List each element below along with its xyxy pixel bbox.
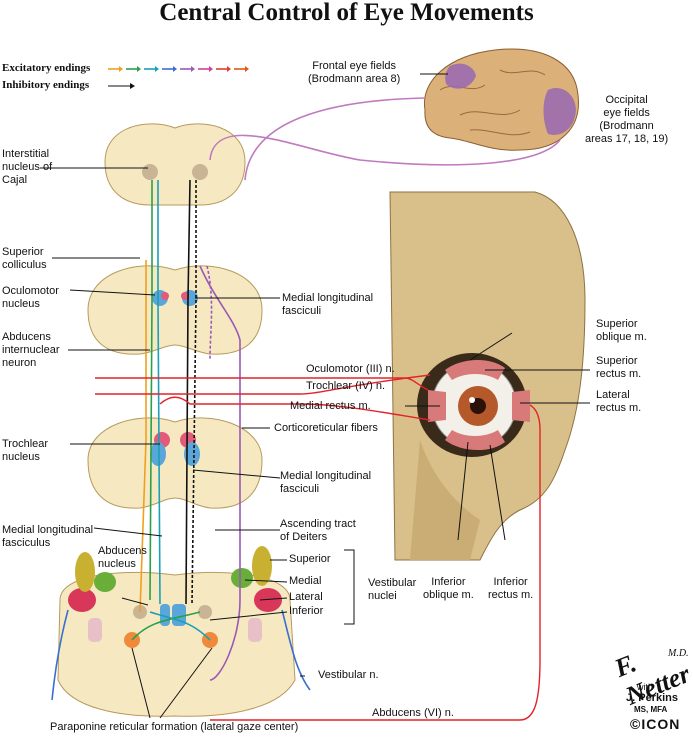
signature-md: M.D. [668, 648, 689, 659]
legend-arrow-head-3 [173, 66, 177, 72]
label-trochlear-nucleus: Trochlear nucleus [2, 438, 49, 463]
occipital-eye-field-area [543, 88, 576, 135]
label-medial-rectus: Medial rectus m. [290, 400, 371, 412]
fiber-tracts [51, 97, 561, 701]
label-vestibular-nerve: Vestibular n. [318, 669, 379, 681]
legend-arrow-head-4 [191, 66, 195, 72]
midbrain-lower-section [87, 265, 263, 355]
eyeball-illustration [428, 359, 530, 451]
label-vestibular-nuclei: Vestibular nuclei [368, 577, 417, 602]
label-inferior-oblique: Inferior oblique m. [423, 576, 474, 601]
superior-rectus-muscle [445, 359, 505, 380]
label-ascending-tract: Ascending tract of Deiters [280, 518, 356, 543]
brain-illustration [423, 48, 579, 151]
label-inferior-rectus: Inferior rectus m. [488, 576, 534, 601]
midbrain-upper-section [104, 123, 246, 206]
label-mlf-middle: Medial longitudinal fasciculi [280, 470, 372, 495]
legend-arrow-head-2 [155, 66, 159, 72]
page-title: Central Control of Eye Movements [159, 0, 534, 26]
legend-inhibitory-label: Inhibitory endings [2, 79, 90, 91]
label-occipital-eye-fields: Occipital eye fields (Brodmann areas 17,… [585, 94, 669, 145]
label-abducens-nerve: Abducens (VI) n. [372, 707, 454, 719]
label-oculomotor-nucleus: Oculomotor nucleus [2, 285, 59, 310]
label-vestibular-medial: Medial [289, 575, 322, 587]
cranial-nerves [95, 374, 541, 721]
legend-excitatory-arrows [108, 66, 249, 72]
label-trochlear-nerve: Trochlear (IV) n. [306, 380, 386, 392]
label-vestibular-superior: Superior [289, 553, 331, 565]
legend-arrow-head-1 [137, 66, 141, 72]
label-superior-rectus: Superior rectus m. [596, 355, 642, 380]
leader-lines [40, 73, 590, 719]
label-lateral-rectus: Lateral rectus m. [596, 389, 642, 414]
label-frontal-eye-fields: Frontal eye fields (Brodmann area 8) [308, 60, 401, 85]
label-pprf: Paraponine reticular formation (lateral … [50, 721, 299, 733]
label-abducens-nucleus: Abducens nucleus [98, 545, 147, 570]
medulla-section [57, 546, 296, 717]
signature-credentials: MS, MFA [634, 705, 668, 714]
label-abducens-internuclear: Abducens internuclear neuron [2, 331, 60, 369]
label-vestibular-lateral: Lateral [289, 591, 323, 603]
label-interstitial-nucleus: Interstitial nucleus of Cajal [2, 148, 53, 186]
pons-upper-section [87, 417, 263, 509]
signature-perkins: J. Perkins [626, 692, 678, 704]
label-superior-colliculus: Superior colliculus [2, 246, 47, 271]
legend-arrow-head-6 [227, 66, 231, 72]
label-corticoreticular: Corticoreticular fibers [274, 422, 378, 434]
legend-arrow-head-5 [209, 66, 213, 72]
signature-with: with [637, 682, 654, 692]
frontal-eye-field-area [445, 63, 476, 89]
legend-inhibitory-arrow [108, 83, 135, 89]
label-oculomotor-nerve: Oculomotor (III) n. [306, 363, 395, 375]
icon-logo: ©ICON [630, 716, 681, 732]
lateral-rectus-muscle [512, 390, 530, 422]
label-mlf-lower: Medial longitudinal fasciculus [2, 524, 94, 549]
label-superior-oblique: Superior oblique m. [596, 318, 647, 343]
label-vestibular-inferior: Inferior [289, 605, 324, 617]
legend-excitatory-label: Excitatory endings [2, 62, 91, 74]
label-mlf-upper: Medial longitudinal fasciculi [282, 292, 374, 317]
legend-arrow-head-7 [245, 66, 249, 72]
legend-arrow-head-0 [119, 66, 123, 72]
